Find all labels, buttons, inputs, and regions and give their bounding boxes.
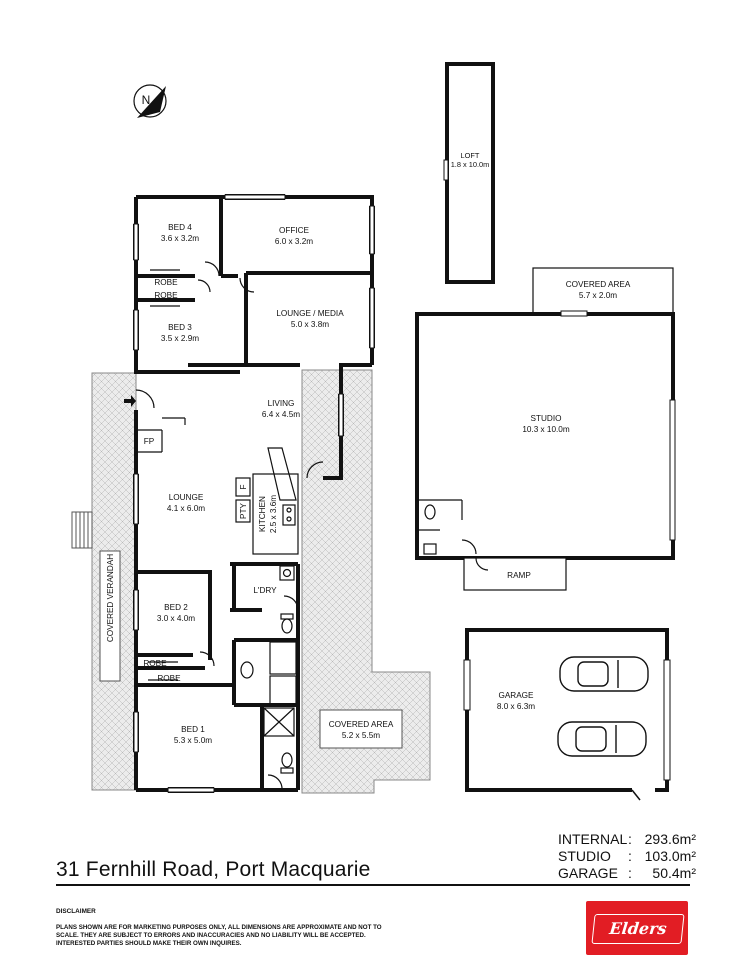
loft-block <box>443 62 495 284</box>
area-label: INTERNAL <box>558 831 628 847</box>
area-row: STUDIO : 103.0m² <box>558 848 696 865</box>
garage-block <box>463 628 671 801</box>
covered-verandah-label: COVERED VERANDAH <box>106 554 115 642</box>
room-labels: BED 4 3.6 x 3.2m OFFICE 6.0 x 3.2m ROBE … <box>106 151 631 745</box>
area-row: INTERNAL : 293.6m² <box>558 831 696 848</box>
car-icon <box>557 656 649 757</box>
entry-arrow-icon <box>124 395 136 407</box>
elders-logo: Elders <box>586 901 688 955</box>
interior-details <box>135 261 324 791</box>
loft-label: LOFT <box>461 151 480 160</box>
paved-areas <box>71 369 431 794</box>
office-label: OFFICE <box>279 226 310 235</box>
elders-logo-text: Elders <box>591 914 685 944</box>
property-address: 31 Fernhill Road, Port Macquarie <box>56 858 371 881</box>
kitchen-dims: 2.5 x 3.6m <box>269 495 278 533</box>
area-sep: : <box>628 831 632 847</box>
robe-d-label: ROBE <box>157 674 181 683</box>
area-value: 103.0m² <box>644 848 696 864</box>
living-dims: 6.4 x 4.5m <box>262 410 300 419</box>
bed1-label: BED 1 <box>181 725 205 734</box>
area-label: STUDIO <box>558 848 611 864</box>
covered-area-main-dims: 5.2 x 5.5m <box>342 731 380 740</box>
lounge-dims: 4.1 x 6.0m <box>167 504 205 513</box>
area-sep: : <box>628 848 632 864</box>
floor-plan: N <box>71 62 676 801</box>
area-sep: : <box>628 865 632 881</box>
bed2-label: BED 2 <box>164 603 188 612</box>
bed1-dims: 5.3 x 5.0m <box>174 736 212 745</box>
laundry-label: L'DRY <box>253 586 277 595</box>
lounge-media-dims: 5.0 x 3.8m <box>291 320 329 329</box>
garage-label: GARAGE <box>498 691 534 700</box>
office-dims: 6.0 x 3.2m <box>275 237 313 246</box>
bed4-dims: 3.6 x 3.2m <box>161 234 199 243</box>
pantry-label: PTY <box>239 503 248 519</box>
studio-block <box>415 267 676 591</box>
bed4-label: BED 4 <box>168 223 192 232</box>
compass-north-label: N <box>142 93 151 107</box>
area-row: GARAGE : 50.4m² <box>558 865 696 882</box>
robe-c-label: ROBE <box>143 659 167 668</box>
disclaimer-title: DISCLAIMER <box>56 908 96 915</box>
compass-icon: N <box>133 84 167 118</box>
window-frames <box>133 194 375 793</box>
fridge-label: F <box>239 484 248 489</box>
garage-dims: 8.0 x 6.3m <box>497 702 535 711</box>
area-summary: INTERNAL : 293.6m² STUDIO : 103.0m² GARA… <box>558 831 696 882</box>
robe-b-label: ROBE <box>154 291 178 300</box>
disclaimer-text: Plans shown are for marketing purposes o… <box>56 924 382 947</box>
kitchen-label: KITCHEN <box>258 496 267 532</box>
house-walls <box>134 195 374 792</box>
bed3-label: BED 3 <box>168 323 192 332</box>
fp-label: FP <box>144 437 155 446</box>
studio-label: STUDIO <box>531 414 562 423</box>
area-value: 293.6m² <box>644 831 696 847</box>
covered-area-studio-label: COVERED AREA <box>566 280 631 289</box>
loft-dims: 1.8 x 10.0m <box>451 160 490 169</box>
covered-area-studio-dims: 5.7 x 2.0m <box>579 291 617 300</box>
covered-area-main-label: COVERED AREA <box>329 720 394 729</box>
lounge-media-label: LOUNGE / MEDIA <box>276 309 344 318</box>
ramp-label: RAMP <box>507 571 531 580</box>
studio-dims: 10.3 x 10.0m <box>522 425 570 434</box>
robe-a-label: ROBE <box>154 278 178 287</box>
bed3-dims: 3.5 x 2.9m <box>161 334 199 343</box>
bed2-dims: 3.0 x 4.0m <box>157 614 195 623</box>
living-label: LIVING <box>268 399 295 408</box>
area-value: 50.4m² <box>652 865 696 881</box>
lounge-label: LOUNGE <box>169 493 204 502</box>
divider <box>56 884 690 886</box>
area-label: GARAGE <box>558 865 618 881</box>
